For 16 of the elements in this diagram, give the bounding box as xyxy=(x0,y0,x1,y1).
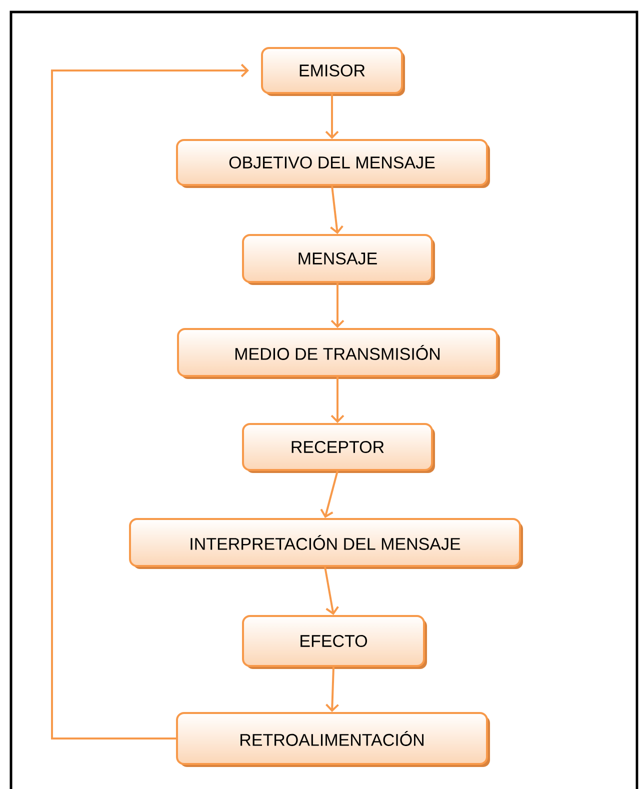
process-box: OBJETIVO DEL MENSAJE xyxy=(176,139,490,188)
arrow xyxy=(326,666,339,712)
process-box: EFECTO xyxy=(242,615,427,669)
arrow xyxy=(330,283,344,328)
process-box: EMISOR xyxy=(261,47,405,96)
process-box: MENSAJE xyxy=(242,234,435,285)
arrow xyxy=(324,566,339,615)
arrow xyxy=(320,470,338,518)
arrow xyxy=(330,377,344,423)
process-box: INTERPRETACIÓN DEL MENSAJE xyxy=(129,518,523,569)
process-box: RECEPTOR xyxy=(242,423,435,473)
process-box: MEDIO DE TRANSMISIÓN xyxy=(177,328,500,379)
arrow xyxy=(330,186,344,234)
arrow xyxy=(51,64,249,740)
process-box: RETROALIMENTACIÓN xyxy=(176,712,490,767)
arrow xyxy=(325,94,339,139)
